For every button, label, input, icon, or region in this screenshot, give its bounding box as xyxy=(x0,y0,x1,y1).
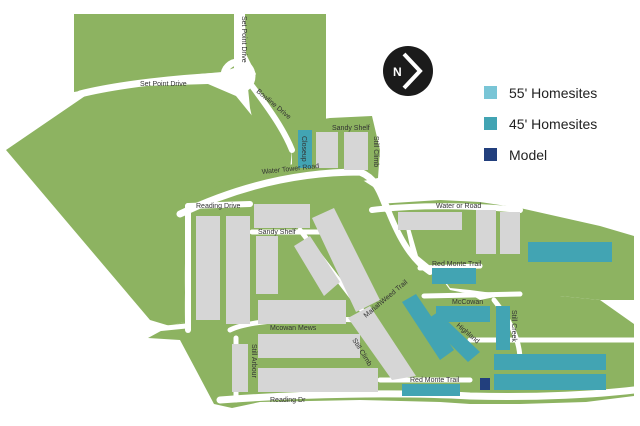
map-legend: 55' Homesites 45' Homesites Model xyxy=(484,84,597,177)
street-label-red-monte-trail-upper: Red Monte Trail xyxy=(432,261,482,268)
lot-block xyxy=(344,132,368,170)
legend-label-45: 45' Homesites xyxy=(509,115,598,132)
street-label-reading-dr: Reading Dr xyxy=(270,397,306,404)
legend-label-55: 55' Homesites xyxy=(509,84,598,101)
lot-block xyxy=(312,208,380,312)
homesites-45 xyxy=(298,130,612,396)
homesite-block-45 xyxy=(528,242,612,262)
legend-swatch-55 xyxy=(484,86,497,99)
street-label-red-monte-trail-lower: Red Monte Trail xyxy=(410,377,460,384)
lot-block xyxy=(348,306,416,380)
lot-block xyxy=(294,236,340,296)
street-label-set-point-drive: Set Point Drive xyxy=(140,81,187,88)
lot-block xyxy=(258,300,346,324)
lot-block xyxy=(316,132,338,168)
lot-block xyxy=(398,212,462,230)
green-area-north-left xyxy=(74,14,234,92)
street-label-mcowan-mews: Mcowan Mews xyxy=(270,325,317,332)
svg-text:N: N xyxy=(393,65,402,79)
street-label-water-tower-road-east: Water or Road xyxy=(436,203,481,210)
street-label-still-climb: Still Climb xyxy=(372,136,379,167)
street-label-still-arbour: Still Arbour xyxy=(250,344,257,379)
lot-block xyxy=(254,204,310,228)
homesite-block-45 xyxy=(402,384,460,396)
homesite-block-45 xyxy=(494,374,606,390)
street-label-closeup: Closeup xyxy=(300,136,307,162)
lot-block xyxy=(226,216,250,324)
street-label-sandy-shelf-top: Sandy Shelf xyxy=(332,125,370,132)
homesite-block-45 xyxy=(496,306,510,350)
legend-swatch-model xyxy=(484,148,497,161)
street-label-mcowan: McCowan xyxy=(452,299,483,306)
homesite-block-45 xyxy=(494,354,606,370)
street-label-sandy-shelf-central: Sandy Shelf xyxy=(258,229,296,236)
lot-block xyxy=(258,368,378,392)
street-label-still-creek: Still Creek xyxy=(510,310,517,342)
lot-block xyxy=(476,210,496,254)
street-label-set-point-drive-vertical: Set Point Drive xyxy=(240,16,247,63)
homesite-block-45 xyxy=(426,312,480,362)
legend-item-45-homesites: 45' Homesites xyxy=(484,115,597,132)
legend-swatch-45 xyxy=(484,117,497,130)
lot-block xyxy=(196,216,220,320)
lot-block xyxy=(500,212,520,254)
lot-block xyxy=(258,334,360,358)
homesite-block-45 xyxy=(298,130,312,168)
lot-block xyxy=(256,236,278,294)
homesite-block-45 xyxy=(402,294,454,360)
green-area-west xyxy=(6,84,288,326)
legend-label-model: Model xyxy=(509,146,548,163)
street-label-reading-drive: Reading Drive xyxy=(196,203,240,210)
legend-item-55-homesites: 55' Homesites xyxy=(484,84,597,101)
legend-item-model: Model xyxy=(484,146,597,163)
compass-north-arrow-icon: N xyxy=(383,46,433,96)
model-home-block xyxy=(480,378,490,390)
lot-blocks xyxy=(196,132,520,392)
homesite-block-45 xyxy=(436,306,490,322)
lot-block xyxy=(232,344,248,392)
homesite-block-45 xyxy=(432,268,476,284)
